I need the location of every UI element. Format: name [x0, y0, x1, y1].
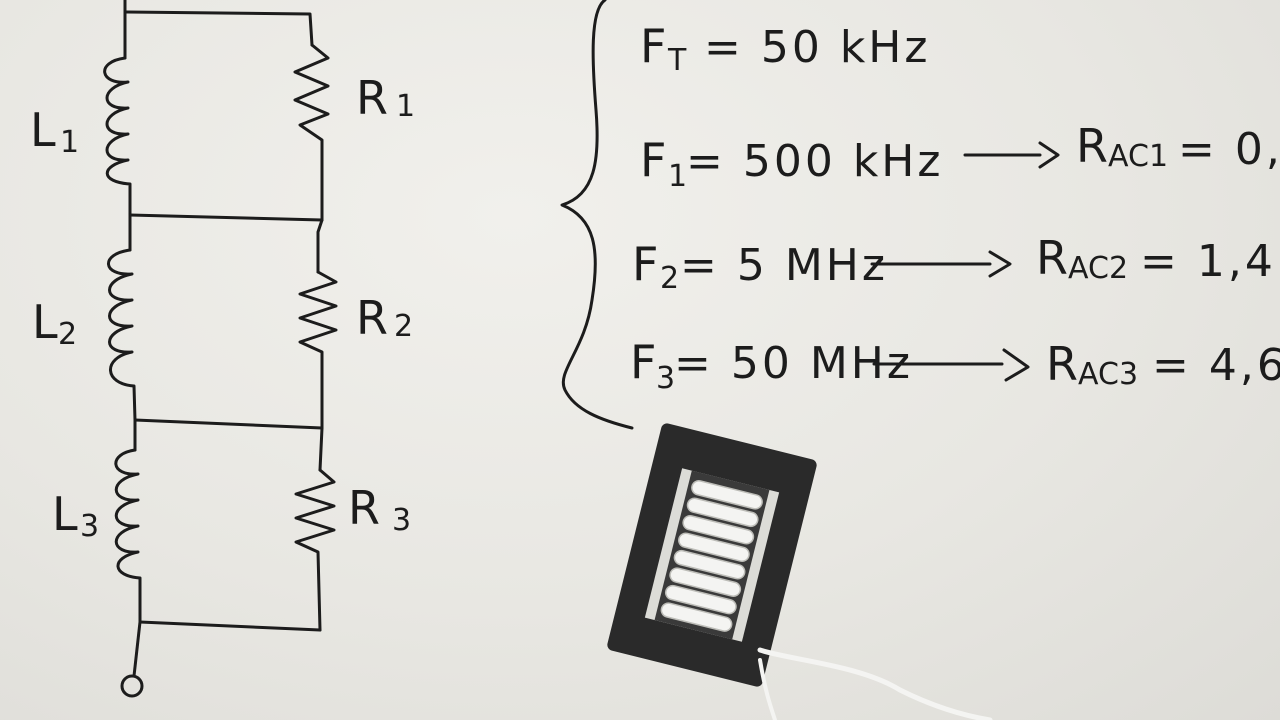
label-r2-sub: 2	[394, 309, 413, 344]
eq-ft-sub: T	[667, 43, 687, 78]
label-r1: R 1	[356, 71, 415, 125]
label-l1: L 1	[30, 103, 79, 160]
rail-2-3	[133, 418, 324, 430]
label-l2-letter: L	[32, 295, 58, 349]
label-r3-letter: R	[348, 481, 380, 535]
eq-f1-sub: 1	[668, 159, 687, 194]
eq-rac2-sub: AC2	[1068, 251, 1128, 286]
rail-1-2	[128, 213, 324, 222]
eq-f1-value: = 500 kHz	[686, 136, 943, 187]
label-l3-sub: 3	[80, 509, 99, 544]
resistor-r1	[293, 43, 330, 222]
equation-f3: F 3 = 50 MHz R AC3 = 4,6	[630, 335, 1280, 396]
label-l2-sub: 2	[58, 317, 77, 352]
equation-f1: F 1 = 500 kHz R AC1 = 0,	[640, 119, 1280, 194]
resistor-r3-lead	[318, 426, 324, 472]
label-r3-sub: 3	[392, 503, 411, 538]
transformer-core	[607, 423, 817, 687]
resistor-r2	[298, 270, 338, 430]
eq-rac3-sub: AC3	[1078, 357, 1138, 392]
resistor-r2-lead	[316, 218, 324, 274]
bottom-terminal	[120, 674, 144, 698]
label-l1-letter: L	[30, 103, 56, 157]
eq-f3-sub: 3	[656, 361, 675, 396]
eq-ft-value: = 50 kHz	[704, 22, 931, 73]
label-r1-letter: R	[356, 71, 388, 125]
inductor-l3	[114, 448, 142, 624]
curly-brace	[560, 0, 634, 430]
eq-f3-f: F	[630, 335, 656, 389]
label-l3-letter: L	[52, 487, 78, 541]
eq-f2-sub: 2	[660, 261, 679, 296]
resistor-r3	[294, 468, 336, 632]
equation-f2: F 2 = 5 MHz R AC2 = 1,4	[632, 231, 1276, 296]
arrow-f3	[872, 348, 1030, 382]
eq-ft-f: F	[640, 19, 666, 73]
arrow-f1	[963, 141, 1060, 169]
equation-ft: F T = 50 kHz	[640, 19, 931, 78]
label-l2: L 2	[32, 295, 77, 352]
bottom-rail	[138, 620, 322, 632]
arrow-f2	[870, 250, 1012, 278]
eq-rac3-value: = 4,6	[1152, 340, 1280, 391]
inductor-l1	[103, 56, 132, 217]
eq-rac3-r: R	[1046, 337, 1078, 391]
label-l1-sub: 1	[60, 125, 79, 160]
eq-f3-value: = 50 MHz	[674, 338, 913, 389]
label-r1-sub: 1	[396, 89, 415, 124]
eq-f2-f: F	[632, 237, 658, 291]
inductor-l2	[107, 248, 137, 422]
label-r2: R 2	[356, 291, 413, 345]
label-r2-letter: R	[356, 291, 388, 345]
label-r3: R 3	[348, 481, 411, 538]
transformer-lead-wire	[757, 647, 993, 720]
eq-f1-f: F	[640, 133, 666, 187]
label-l3: L 3	[52, 487, 99, 544]
eq-rac2-r: R	[1036, 231, 1068, 285]
bottom-lead-wire	[132, 620, 142, 678]
eq-rac1-sub: AC1	[1108, 139, 1168, 174]
transformer-lead-wire-2	[758, 658, 777, 720]
eq-rac2-value: = 1,4	[1140, 236, 1276, 287]
eq-rac1-value: = 0,	[1178, 124, 1280, 175]
eq-f2-value: = 5 MHz	[680, 240, 888, 291]
top-rail-1	[123, 10, 314, 47]
eq-rac1-r: R	[1076, 119, 1108, 173]
